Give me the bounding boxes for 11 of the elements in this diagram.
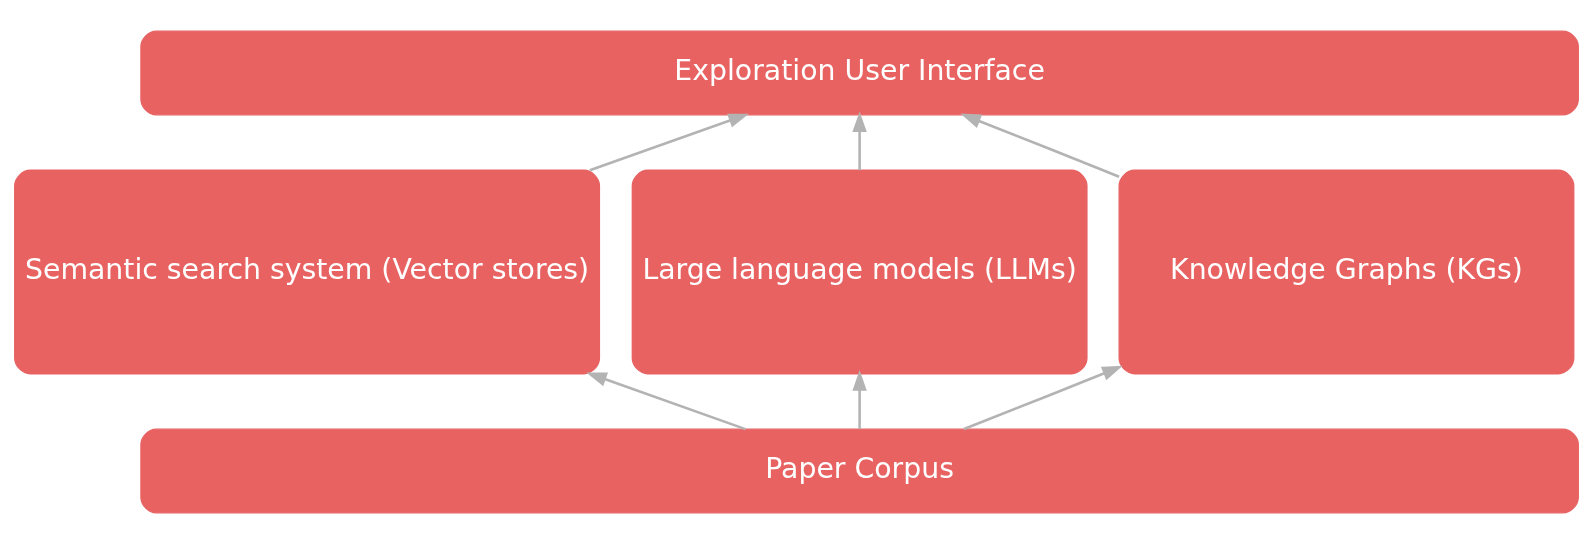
arrow [852,110,867,170]
arrow [960,113,1120,178]
arrow [589,113,749,171]
node-box: Exploration User Interface [140,30,1579,115]
arrow [586,372,746,430]
arrow [852,369,867,429]
arrow [963,365,1123,430]
node-box: Paper Corpus [140,428,1579,513]
node-box: Large language models (LLMs) [631,169,1088,374]
node-box: Semantic search system (Vector stores) [14,169,601,374]
node-box: Knowledge Graphs (KGs) [1118,169,1575,374]
